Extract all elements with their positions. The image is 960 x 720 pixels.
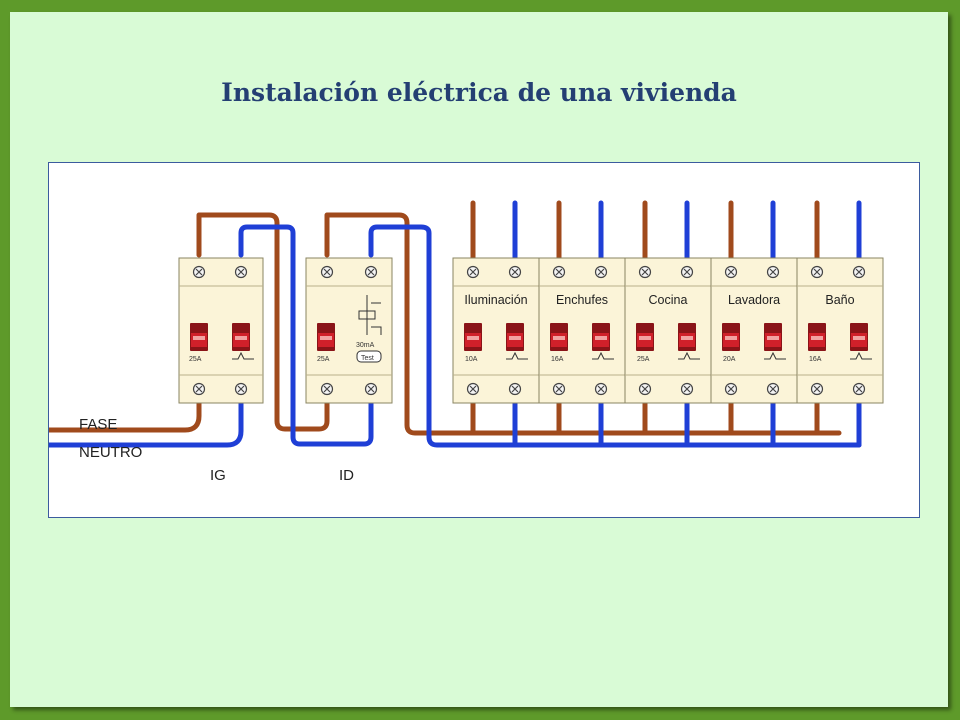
screw-slot <box>769 268 777 276</box>
id-symbol <box>358 295 382 335</box>
breaker-toggle-mark <box>767 336 779 340</box>
breaker-toggle-mark <box>320 336 332 340</box>
screw-slot <box>555 385 563 393</box>
screw-slot <box>323 385 331 393</box>
id-test-button <box>356 350 382 363</box>
trip-curve-symbol <box>764 351 786 360</box>
circuit-breaker: Baño 16A <box>796 257 884 404</box>
diagram-frame: 25A 25A 30mA Test Iluminación 10A Enchufes 16A C… <box>48 162 920 518</box>
ig-label: IG <box>210 467 226 484</box>
wiring-diagram: 25A 25A 30mA Test Iluminación 10A Enchufes 16A C… <box>49 200 884 484</box>
neutro-wires <box>49 200 862 448</box>
breaker-toggle-mark <box>639 336 651 340</box>
ig-id-neutro-link <box>238 224 374 447</box>
breaker-toggle-mark <box>193 336 205 340</box>
id-rating: 25A <box>317 356 330 363</box>
screw-slot <box>813 268 821 276</box>
screw-slot <box>237 385 245 393</box>
circuit-breaker: Cocina 25A <box>624 257 712 404</box>
circuit-breaker: Lavadora 20A <box>710 257 798 404</box>
screw-slot <box>597 385 605 393</box>
fase-label: FASE <box>79 416 117 433</box>
ig-id-fase-link <box>196 212 330 432</box>
ig-breaker: 25A <box>178 257 264 404</box>
breaker-toggle-mark <box>553 336 565 340</box>
screw-slot <box>555 268 563 276</box>
screw-slot <box>855 385 863 393</box>
screw-slot <box>511 385 519 393</box>
screw-slot <box>641 268 649 276</box>
circuit-name: Enchufes <box>556 293 608 307</box>
ig-rating: 25A <box>189 356 202 363</box>
circuit-breaker: Enchufes 16A <box>538 257 626 404</box>
screw-slot <box>727 268 735 276</box>
id-breaker: 25A 30mA Test <box>305 257 393 404</box>
circuit-name: Lavadora <box>728 293 780 307</box>
breaker-toggle-mark <box>725 336 737 340</box>
fase-distribution-bus <box>324 212 842 436</box>
screw-slot <box>367 268 375 276</box>
circuit-rating: 16A <box>809 356 822 363</box>
breaker-toggle-mark <box>853 336 865 340</box>
screw-slot <box>469 385 477 393</box>
circuit-name: Baño <box>825 293 854 307</box>
breaker-toggle-mark <box>681 336 693 340</box>
circuit-breaker: Iluminación 10A <box>452 257 540 404</box>
screw-slot <box>511 268 519 276</box>
fase-supply-wire <box>49 392 202 433</box>
screw-slot <box>855 268 863 276</box>
circuit-rating: 16A <box>551 356 564 363</box>
circuit-name: Cocina <box>649 293 688 307</box>
circuit-name: Iluminación <box>464 293 527 307</box>
page-title: Instalación eléctrica de una vivienda <box>221 78 737 107</box>
breaker-toggle-mark <box>509 336 521 340</box>
circuit-rating: 10A <box>465 356 478 363</box>
screw-slot <box>683 268 691 276</box>
id-label: ID <box>339 467 354 484</box>
screw-slot <box>597 268 605 276</box>
breaker-panel: 25A 25A 30mA Test Iluminación 10A Enchufes 16A C… <box>178 257 884 404</box>
screw-slot <box>237 268 245 276</box>
trip-curve-symbol <box>506 351 528 360</box>
screw-slot <box>195 268 203 276</box>
circuit-rating: 25A <box>637 356 650 363</box>
screw-slot <box>683 385 691 393</box>
trip-curve-symbol <box>678 351 700 360</box>
trip-curve-symbol <box>232 351 254 360</box>
trip-curve-symbol <box>850 351 872 360</box>
id-sensitivity: 30mA <box>356 342 375 349</box>
breaker-toggle-mark <box>235 336 247 340</box>
slide: Instalación eléctrica de una vivienda 25… <box>10 12 948 707</box>
screw-slot <box>323 268 331 276</box>
breaker-toggle-mark <box>595 336 607 340</box>
trip-curve-symbol <box>592 351 614 360</box>
screw-slot <box>641 385 649 393</box>
breaker-toggle-mark <box>467 336 479 340</box>
neutro-distribution-bus <box>368 224 862 448</box>
circuit-rating: 20A <box>723 356 736 363</box>
screw-slot <box>813 385 821 393</box>
screw-slot <box>727 385 735 393</box>
screw-slot <box>367 385 375 393</box>
screw-slot <box>195 385 203 393</box>
neutro-supply-wire <box>49 392 244 448</box>
neutro-label: NEUTRO <box>79 444 142 461</box>
breaker-toggle-mark <box>811 336 823 340</box>
screw-slot <box>769 385 777 393</box>
screw-slot <box>469 268 477 276</box>
id-test-label: Test <box>361 355 374 362</box>
